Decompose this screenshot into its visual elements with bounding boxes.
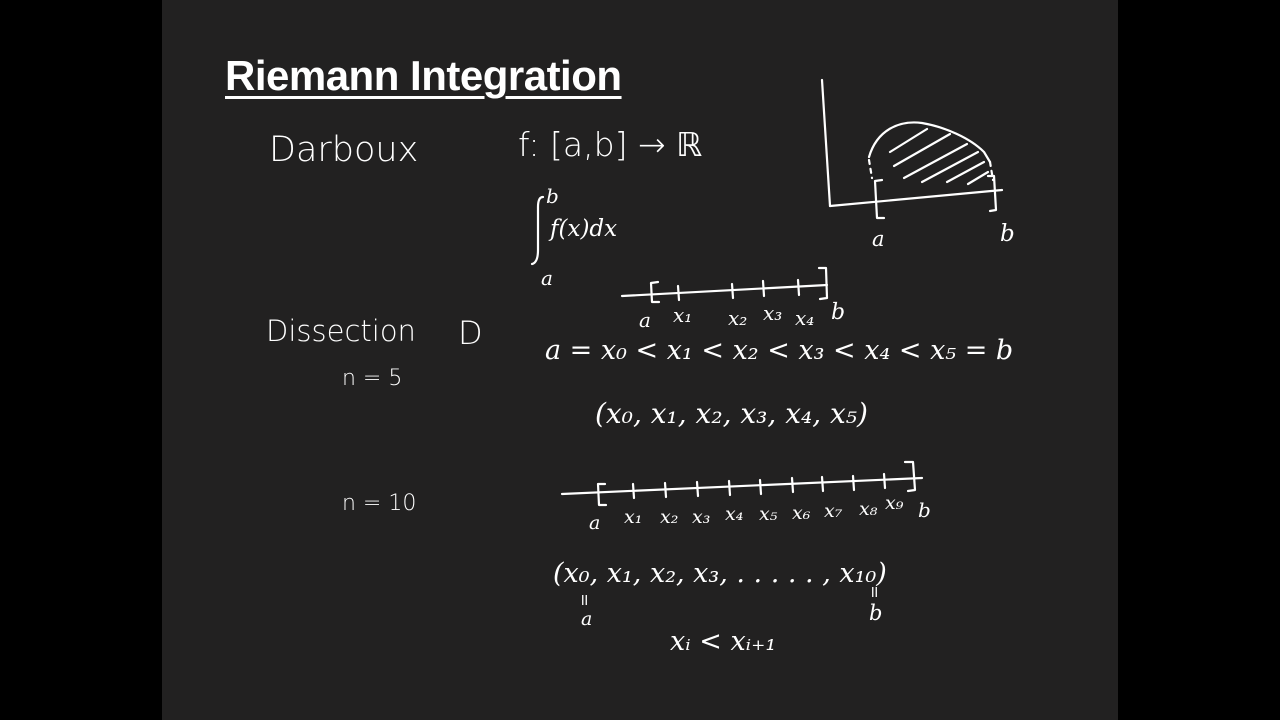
number-line-5-label: x₂ <box>728 306 748 330</box>
number-line-5-label: x₃ <box>763 301 783 325</box>
number-line-10-bracket-right <box>903 460 917 493</box>
slide: Riemann Integration <box>162 0 1118 720</box>
number-line-10-label: b <box>918 498 931 522</box>
n10-first-value: a <box>581 608 593 630</box>
n10-label: n = 10 <box>342 491 417 516</box>
dissection-symbol: D <box>458 314 483 352</box>
number-line-5-axis <box>620 283 829 298</box>
number-line-5-label: x₁ <box>673 303 693 327</box>
number-line-10-label: x₃ <box>692 506 711 528</box>
number-line-5-tick-4 <box>796 278 801 297</box>
n5-label: n = 5 <box>342 366 403 391</box>
graph-dashed-right <box>988 160 995 182</box>
number-line-10-tick-8 <box>851 474 856 492</box>
slide-title: Riemann Integration <box>225 52 622 99</box>
number-line-10-bracket-left <box>596 482 608 507</box>
number-line-10-tick-7 <box>820 475 825 493</box>
integral-integrand: f(x)dx <box>550 216 618 242</box>
graph-bracket-left <box>873 178 886 220</box>
number-line-10-label: a <box>589 512 601 534</box>
number-line-10-tick-6 <box>790 476 795 494</box>
integral-lower-limit: a <box>541 266 553 290</box>
number-line-5-bracket-right <box>817 266 829 301</box>
graph-hatch-2 <box>892 132 952 168</box>
integral-sign <box>530 195 545 266</box>
handwritten-drawings <box>530 78 1004 507</box>
number-line-10-tick-3 <box>695 480 700 498</box>
number-line-10-label: x₄ <box>725 503 744 525</box>
number-line-10-axis <box>560 476 924 496</box>
graph-dashed-left <box>867 158 874 180</box>
number-line-10-label: x₅ <box>759 503 778 525</box>
number-line-10-label: x₇ <box>824 500 843 522</box>
darboux-label: Darboux <box>269 130 419 170</box>
graph-hatch-5 <box>945 160 986 184</box>
function-definition: f: [a,b] → ℝ <box>518 125 703 164</box>
number-line-5-bracket-left <box>649 280 661 304</box>
graph-label-b: b <box>1000 221 1015 247</box>
graph-x-axis <box>828 188 1004 208</box>
number-line-5-label: a <box>639 308 651 332</box>
graph-hatch-1 <box>888 127 929 154</box>
n5-tuple: (x₀, x₁, x₂, x₃, x₄, x₅) <box>595 397 868 430</box>
graph-y-axis <box>820 78 832 208</box>
number-line-10-label: x₁ <box>624 506 643 528</box>
number-line-10-label: x₈ <box>859 498 878 520</box>
graph-curve <box>867 121 992 164</box>
number-line-5-tick-1 <box>676 284 681 302</box>
graph-label-a: a <box>872 227 885 251</box>
n10-last-value: b <box>869 601 883 625</box>
number-line-10-label: x₆ <box>792 502 811 524</box>
ordering-rule: xᵢ < xᵢ₊₁ <box>670 626 777 657</box>
number-line-10-tick-9 <box>882 472 887 490</box>
graph-hatch-6 <box>966 170 990 186</box>
n10-tuple: (x₀, x₁, x₂, x₃, . . . . . , x₁₀) <box>553 558 887 589</box>
number-line-10-label: x₉ <box>885 492 904 514</box>
number-line-10-label: x₂ <box>660 506 679 528</box>
number-line-5-tick-2 <box>730 282 735 300</box>
graph-hatch-3 <box>902 142 969 180</box>
number-line-10-tick-2 <box>663 481 668 499</box>
graph-hatch-4 <box>920 150 980 184</box>
number-line-10-tick-4 <box>727 479 732 497</box>
number-line-5-label: b <box>831 300 846 325</box>
number-line-10-tick-1 <box>631 482 636 500</box>
n5-inequality: a = x₀ < x₁ < x₂ < x₃ < x₄ < x₅ = b <box>545 335 1014 366</box>
n10-first-equals: ॥ <box>579 590 589 609</box>
graph-bracket-right <box>986 174 998 213</box>
n10-last-equals: ॥ <box>869 582 879 601</box>
number-line-10-tick-5 <box>758 478 763 496</box>
number-line-5-tick-3 <box>761 279 766 298</box>
number-line-5-label: x₄ <box>795 306 815 330</box>
dissection-label: Dissection <box>266 314 416 348</box>
integral-upper-limit: b <box>546 184 559 208</box>
